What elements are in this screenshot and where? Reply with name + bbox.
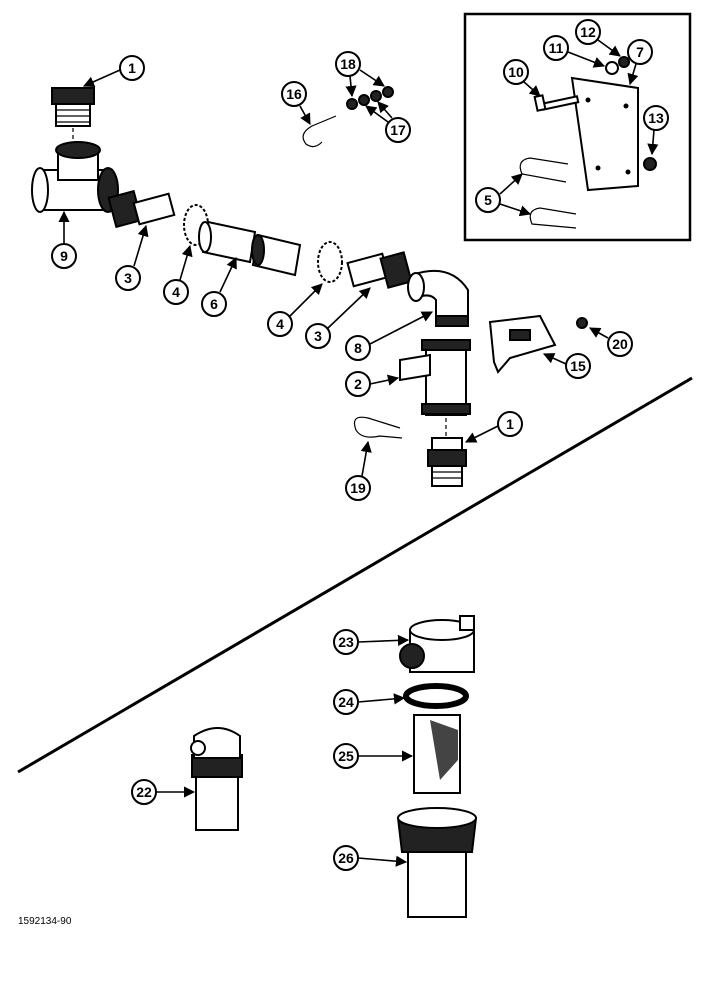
callout-26: 26 [338, 850, 354, 866]
callout-12: 12 [580, 24, 596, 40]
callout-16: 16 [286, 86, 302, 102]
callout-22: 22 [136, 784, 152, 800]
callout-13: 13 [648, 110, 664, 126]
callout-19: 19 [350, 480, 366, 496]
ubolt-5-upper [519, 157, 569, 183]
callout-3: 3 [124, 270, 132, 286]
callout-18: 18 [340, 56, 356, 72]
oring-24 [403, 683, 469, 709]
callout-11: 11 [549, 40, 564, 56]
hook-16 [302, 115, 337, 148]
callout-4: 4 [172, 284, 180, 300]
bowl-26 [396, 807, 478, 918]
bolt-10 [533, 94, 580, 112]
callout-1: 1 [506, 416, 514, 432]
elbow-8 [407, 269, 469, 327]
hose-barb-3-right [346, 251, 413, 289]
callout-9: 9 [60, 248, 68, 264]
callout-15: 15 [570, 358, 586, 374]
fitting-1-bottom [427, 418, 467, 487]
callout-3: 3 [314, 328, 322, 344]
callout-6: 6 [210, 296, 218, 312]
callout-23: 23 [338, 634, 354, 650]
callout-4: 4 [276, 316, 284, 332]
nut-12 [618, 56, 630, 68]
callout-17: 17 [390, 122, 406, 138]
plate-7 [570, 76, 639, 192]
hose-6 [198, 220, 302, 277]
callout-20: 20 [612, 336, 628, 352]
valve-2 [399, 339, 471, 416]
callout-1: 1 [128, 60, 136, 76]
filter-head-23 [399, 615, 475, 673]
nut-13 [643, 157, 657, 171]
callout-8: 8 [354, 340, 362, 356]
hose-barb-3-left [107, 189, 176, 229]
tee-9 [31, 141, 119, 213]
callout-2: 2 [354, 376, 362, 392]
bracket-15 [488, 314, 557, 374]
screen-25 [413, 714, 461, 794]
nuts-17-18 [346, 86, 394, 110]
callout-25: 25 [338, 748, 354, 764]
filter-assembly-22 [190, 727, 243, 831]
ubolt-19 [353, 416, 403, 439]
callout-24: 24 [338, 694, 354, 710]
document-number: 1592134-90 [18, 916, 72, 927]
nut-20 [576, 317, 588, 329]
callout-7: 7 [636, 44, 644, 60]
callout-5: 5 [484, 192, 492, 208]
fitting-1-top [51, 87, 95, 142]
washer-11 [605, 61, 619, 75]
separator-line [17, 376, 693, 774]
clamp-4-right [317, 241, 343, 283]
ubolt-5-lower [529, 207, 577, 229]
callout-10: 10 [508, 64, 524, 80]
inset-box [463, 12, 692, 242]
